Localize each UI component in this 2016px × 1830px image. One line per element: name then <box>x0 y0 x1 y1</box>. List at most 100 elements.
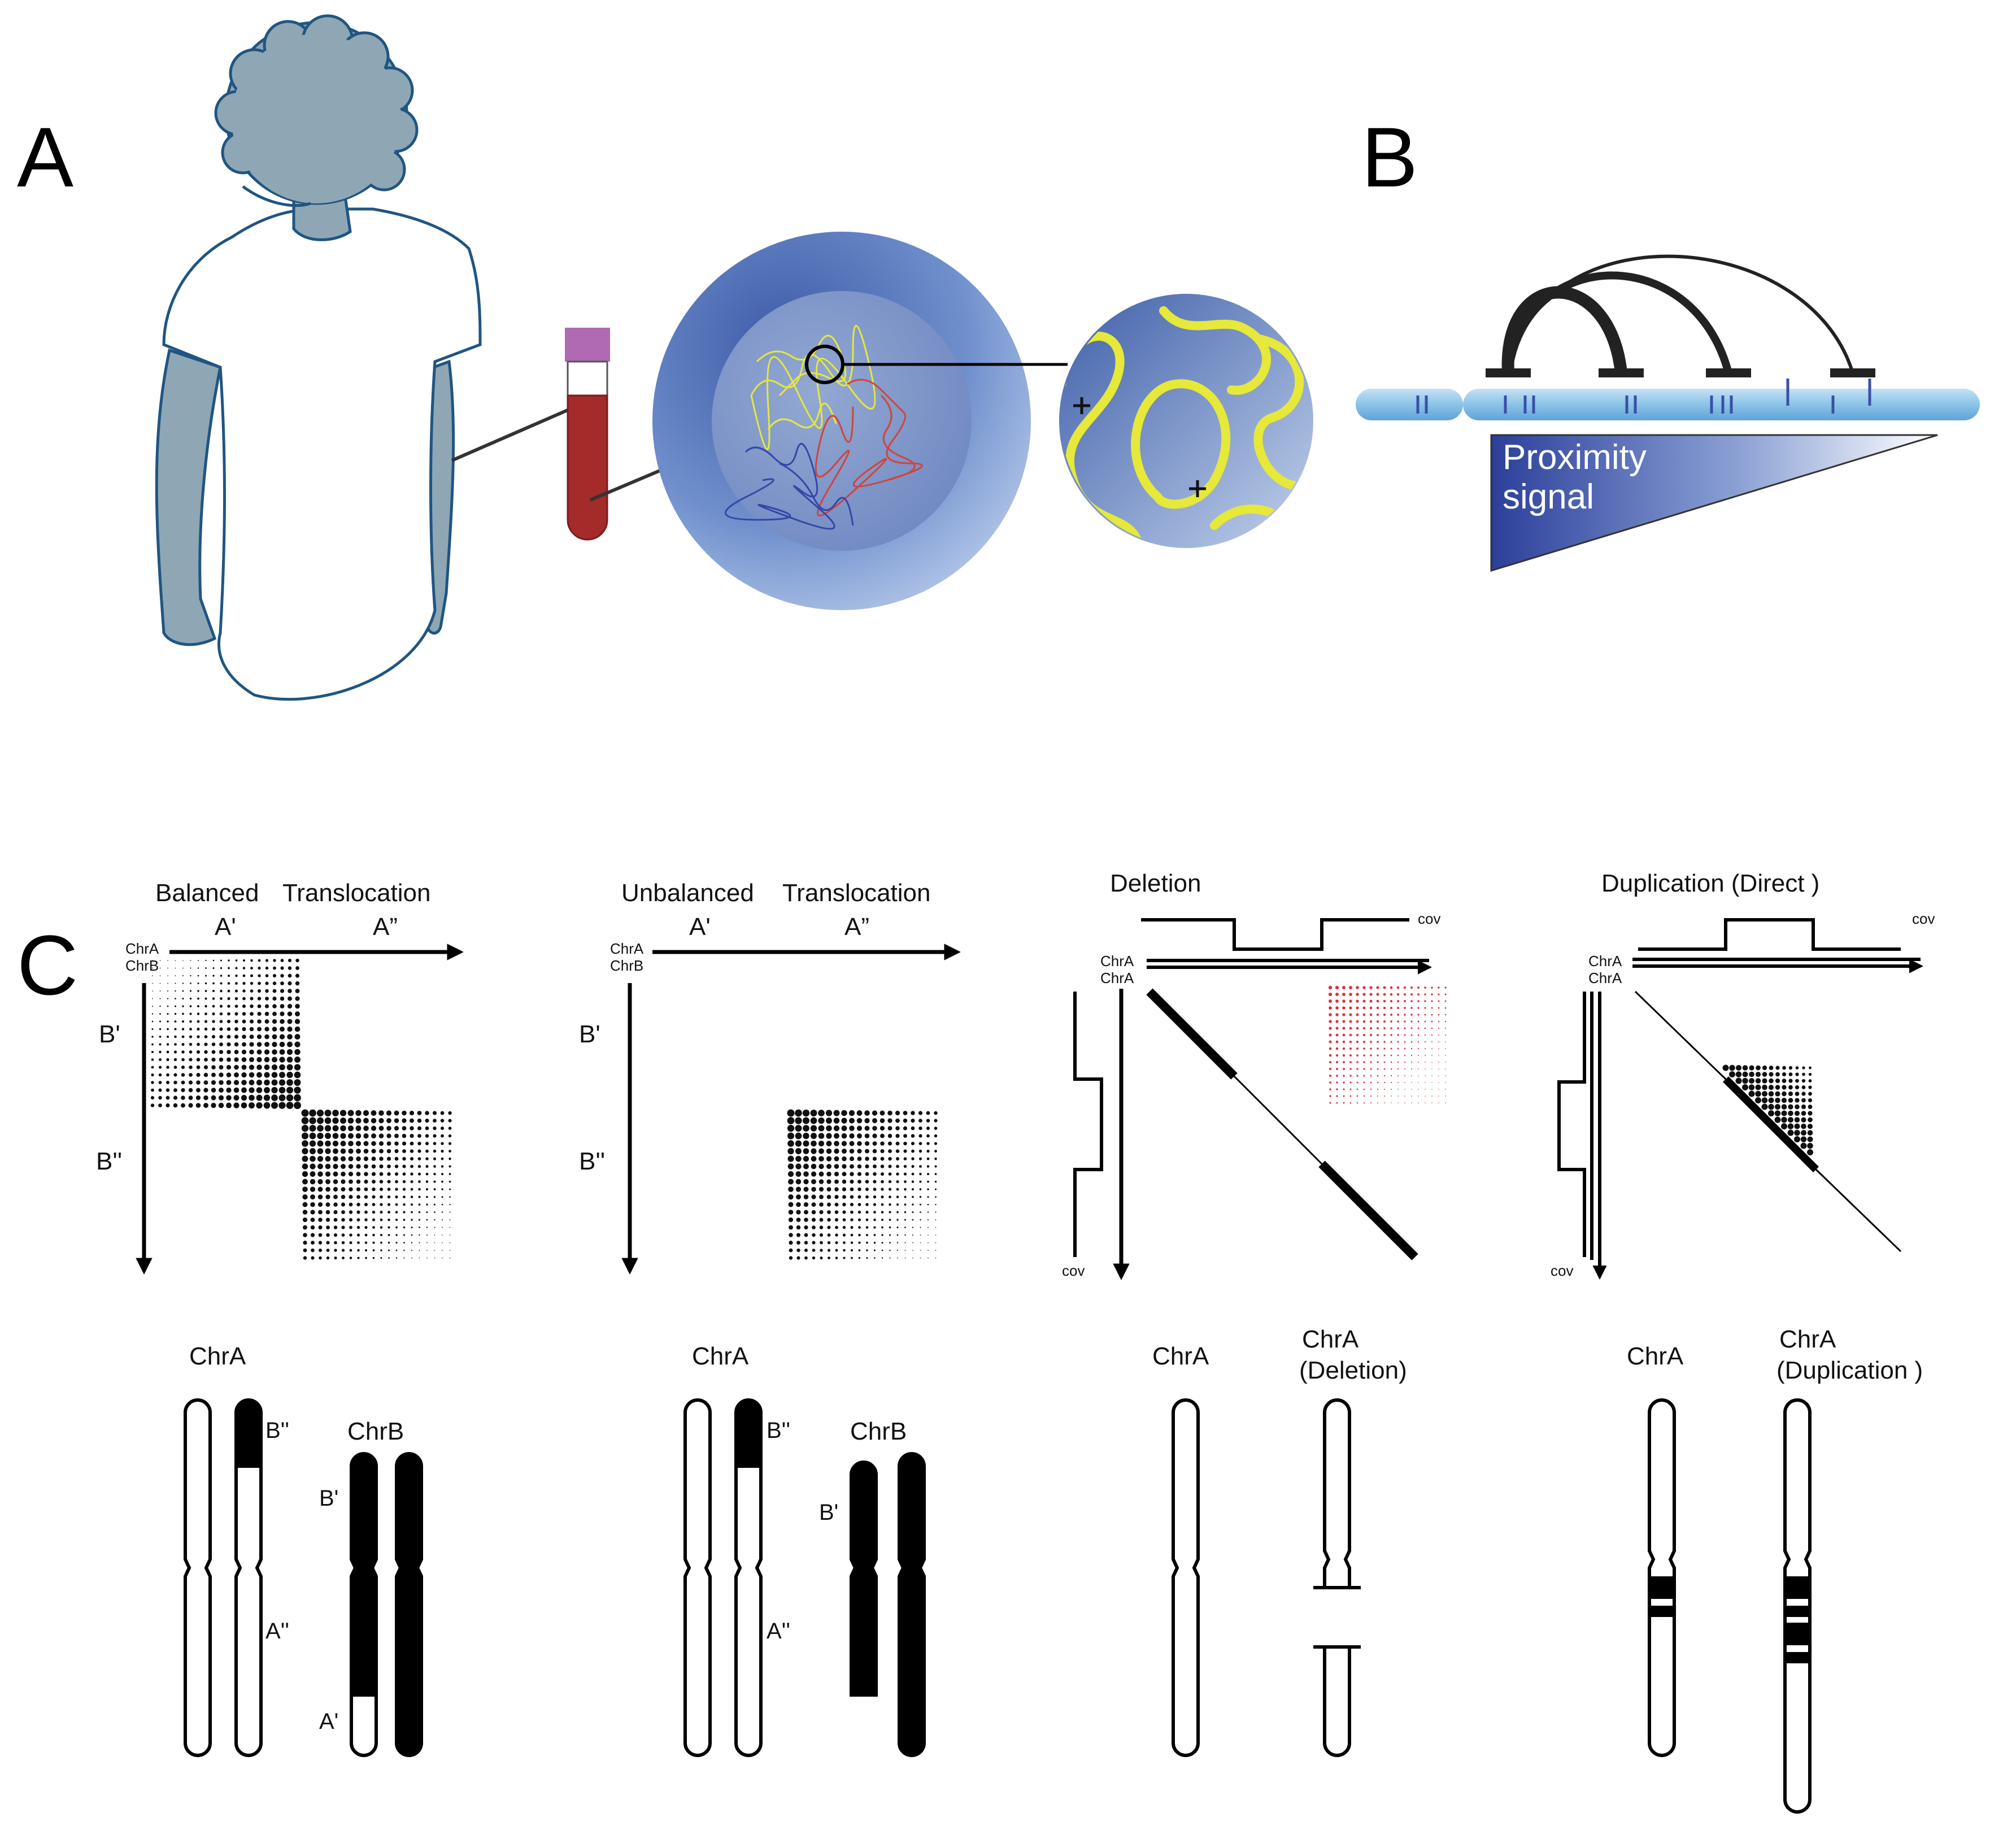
contact-dot <box>1411 1068 1412 1070</box>
contact-dot <box>271 1094 278 1101</box>
contact-dot <box>395 1249 398 1251</box>
contact-dot <box>881 1211 884 1214</box>
contact-dot <box>1329 1006 1332 1010</box>
contact-dot <box>896 1203 899 1206</box>
contact-dot <box>219 1027 223 1031</box>
contact-dot <box>788 1186 794 1192</box>
contact-dot <box>219 1080 224 1085</box>
contact-dot <box>302 1171 308 1177</box>
contact-dot <box>856 1125 863 1131</box>
contact-dot <box>1343 1088 1345 1090</box>
contact-dot <box>242 997 246 1001</box>
contact-dot <box>1397 1054 1399 1057</box>
contact-dot <box>264 1087 270 1093</box>
kary-del-chrA-label: ChrA <box>1152 1342 1209 1370</box>
contact-dot <box>242 981 246 985</box>
contact-dot <box>364 1249 368 1252</box>
contact-dot <box>227 1050 231 1054</box>
contact-dot <box>167 960 168 961</box>
contact-dot <box>317 1125 324 1132</box>
contact-dot <box>211 1095 216 1101</box>
contact-dot <box>341 1171 346 1177</box>
contact-dot <box>1342 1054 1346 1057</box>
contact-dot <box>825 1110 833 1116</box>
kary-dup-mut-band-2 <box>1785 1606 1810 1617</box>
contact-dot <box>1335 992 1339 997</box>
contact-dot <box>1755 1097 1761 1103</box>
contact-dot <box>419 1227 420 1228</box>
deletion-cov-top <box>1141 918 1409 951</box>
contact-dot <box>935 1235 937 1236</box>
contact-dot <box>1742 1077 1748 1084</box>
contact-dot <box>341 1194 346 1199</box>
contact-dot <box>265 989 269 993</box>
contact-dot <box>418 1180 421 1183</box>
contact-dot <box>842 1195 846 1199</box>
contact-dot <box>403 1249 405 1251</box>
contact-dot <box>340 1133 346 1139</box>
contact-dot <box>257 997 262 1001</box>
contact-dot <box>256 1057 262 1063</box>
contact-dot <box>1431 1000 1433 1002</box>
contact-dot <box>835 1249 838 1252</box>
contact-dot <box>1397 1041 1399 1043</box>
contact-dot <box>826 1141 832 1146</box>
contact-dot <box>372 1195 376 1199</box>
contact-dot <box>857 1210 861 1214</box>
contact-dot <box>1445 1041 1446 1042</box>
contact-dot <box>1390 993 1393 996</box>
contact-dot <box>166 1050 169 1054</box>
contact-dot <box>926 1157 930 1160</box>
contact-dot <box>310 1202 315 1207</box>
contact-dot <box>1328 992 1333 997</box>
contact-dot <box>918 1111 923 1115</box>
contact-dot <box>442 1250 443 1251</box>
contact-dot <box>788 1210 794 1215</box>
contact-dot <box>896 1180 899 1184</box>
contact-dot <box>1788 1104 1793 1110</box>
contact-dot <box>927 1188 929 1190</box>
contact-dot <box>887 1141 892 1146</box>
contact-dot <box>1807 1149 1813 1155</box>
contact-dot <box>219 1057 224 1062</box>
contact-dot <box>402 1188 406 1191</box>
contact-dot <box>1431 986 1433 989</box>
contact-dot <box>386 1133 391 1138</box>
contact-dot <box>935 1250 937 1251</box>
contact-dot <box>1795 1066 1799 1070</box>
contact-dot <box>449 1257 451 1259</box>
contact-dot <box>795 1155 802 1162</box>
contact-dot <box>311 1241 315 1245</box>
contact-dot <box>204 1027 208 1031</box>
contact-dot <box>850 1202 854 1207</box>
kary-del-mut-line2: (Deletion) <box>1299 1357 1407 1384</box>
contact-dot <box>1342 1047 1346 1050</box>
contact-dot <box>341 1241 345 1245</box>
contact-dot <box>189 1012 192 1015</box>
contact-dot <box>279 1064 285 1071</box>
contact-dot <box>333 1218 338 1222</box>
contact-dot <box>789 1240 793 1245</box>
contact-dot <box>265 966 269 970</box>
contact-dot <box>1795 1079 1799 1083</box>
contact-dot <box>1769 1066 1774 1070</box>
contact-dot <box>818 1148 824 1154</box>
contact-dot <box>834 1194 839 1199</box>
contact-dot <box>1788 1098 1793 1103</box>
contact-dot <box>433 1165 436 1168</box>
contact-dot <box>363 1110 369 1116</box>
contact-dot <box>394 1125 399 1131</box>
contact-dot <box>811 1194 816 1199</box>
contact-dot <box>189 990 192 992</box>
contact-dot <box>288 996 292 1001</box>
contact-dot <box>264 1079 270 1086</box>
contact-dot <box>234 1012 238 1016</box>
contact-dot <box>220 959 223 962</box>
contact-dot <box>810 1110 817 1116</box>
contact-dot <box>212 997 215 1000</box>
balanced-title-word1: Balanced <box>155 879 259 907</box>
contact-dot <box>417 1134 421 1138</box>
contact-dot <box>325 1140 331 1147</box>
contact-dot <box>812 1249 816 1252</box>
contact-dot <box>1431 1068 1432 1070</box>
